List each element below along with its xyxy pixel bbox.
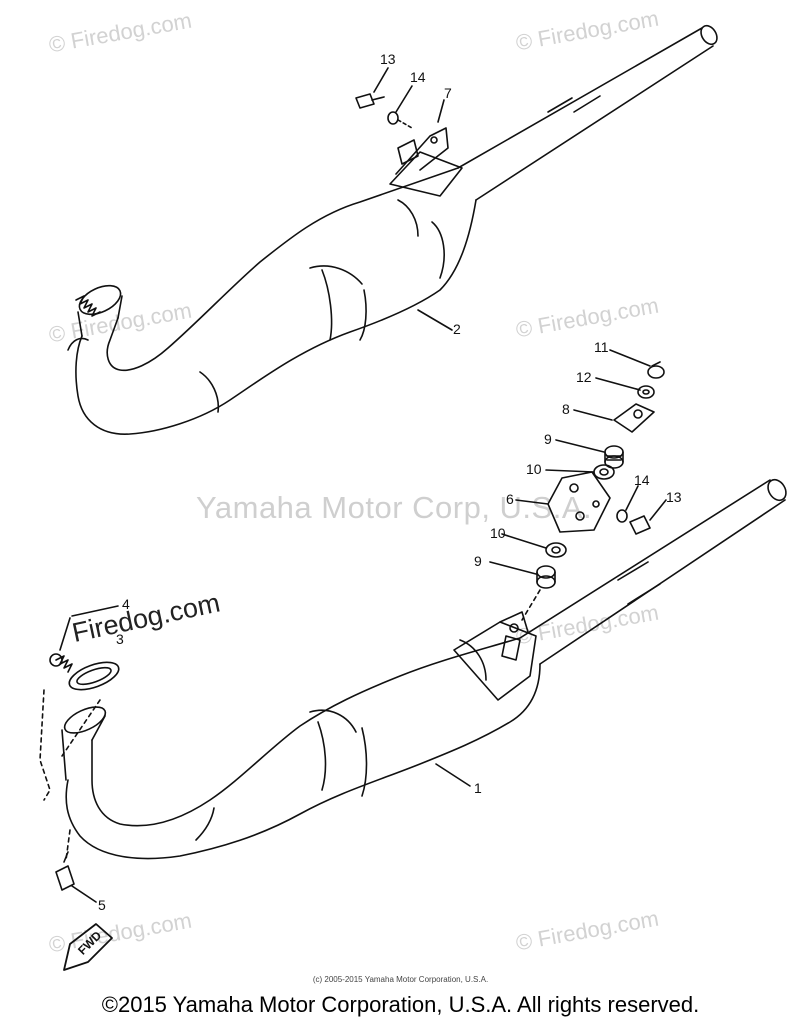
- small-copyright: (c) 2005-2015 Yamaha Motor Corporation, …: [312, 975, 489, 984]
- callout-12: 12: [576, 369, 592, 385]
- exhaust-pipe-upper: [67, 24, 718, 435]
- bolt-13-lower: [629, 515, 651, 535]
- collar-10-upper: [593, 464, 615, 480]
- callout-2: 2: [453, 321, 461, 337]
- callout-10-upper: 10: [526, 461, 542, 477]
- exhaust-pipe-lower: [61, 478, 787, 860]
- callout-7: 7: [444, 85, 452, 101]
- plate-8: [613, 403, 655, 433]
- footer-copyright: ©2015 Yamaha Motor Corporation, U.S.A. A…: [101, 992, 700, 1017]
- bracket-6: [547, 471, 611, 533]
- watermark-center: Yamaha Motor Corp, U.S.A.: [196, 490, 593, 525]
- callout-4: 4: [122, 596, 130, 612]
- callout-11: 11: [594, 339, 609, 355]
- washer-12: [637, 385, 655, 399]
- callout-9-upper: 9: [544, 431, 552, 447]
- callout-6: 6: [506, 491, 514, 507]
- bolt-13-upper: [355, 93, 385, 109]
- damper-9-lower: [536, 565, 556, 589]
- bolt-11: [647, 361, 665, 379]
- callout-13-upper: 13: [380, 51, 396, 67]
- washer-14-lower: [616, 509, 628, 523]
- callout-1: 1: [474, 780, 482, 796]
- callout-10-lower: 10: [490, 525, 506, 541]
- collar-10-lower: [545, 542, 567, 558]
- spring-4: [49, 617, 73, 673]
- bolt-5: [55, 851, 75, 891]
- callout-14-upper: 14: [410, 69, 426, 85]
- gasket-3: [68, 661, 120, 691]
- callout-14-lower: 14: [634, 472, 650, 488]
- washer-14-upper: [387, 111, 413, 129]
- fwd-arrow-icon: [63, 923, 113, 971]
- callout-9-lower: 9: [474, 553, 482, 569]
- callout-13-lower: 13: [666, 489, 682, 505]
- callout-8: 8: [562, 401, 570, 417]
- callout-3: 3: [116, 631, 124, 647]
- damper-9-upper: [604, 445, 624, 469]
- callout-5: 5: [98, 897, 106, 913]
